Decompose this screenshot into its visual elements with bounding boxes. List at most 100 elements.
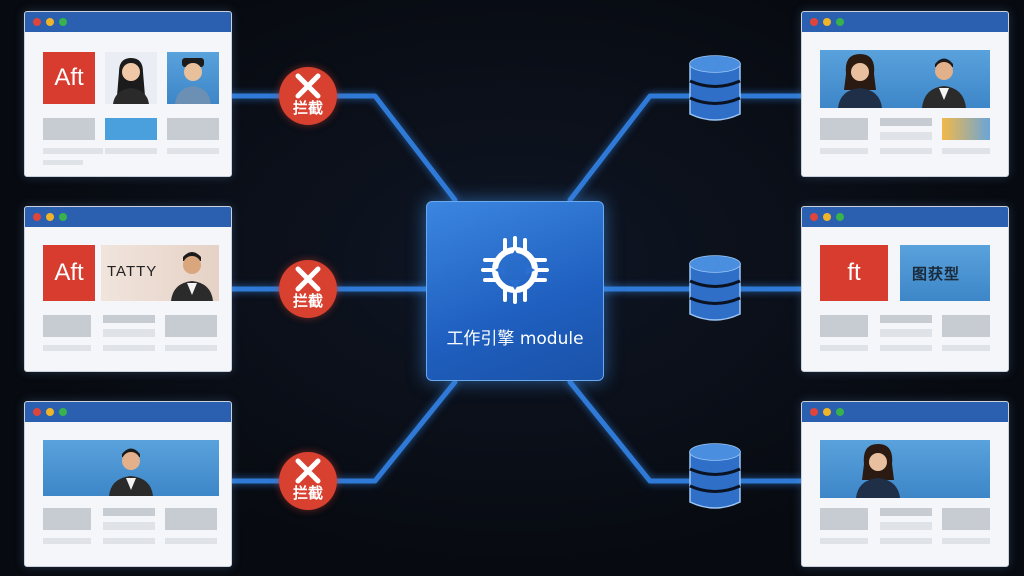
maximize-dot-icon xyxy=(59,408,67,416)
module-label: 工作引擎 module xyxy=(446,329,584,349)
text-placeholder xyxy=(43,148,103,154)
maximize-dot-icon xyxy=(59,18,67,26)
text-placeholder xyxy=(880,148,932,154)
person-icon xyxy=(922,58,966,108)
banner-image: TATTY xyxy=(101,245,219,301)
window-title-bar xyxy=(802,207,1008,227)
maximize-dot-icon xyxy=(836,408,844,416)
banner-image xyxy=(820,50,990,108)
banner-image: 图获型 xyxy=(900,245,990,301)
close-dot-icon xyxy=(810,213,818,221)
text-placeholder xyxy=(103,345,155,351)
content-placeholder xyxy=(43,315,91,337)
text-placeholder xyxy=(105,148,157,154)
banner-image xyxy=(43,440,219,496)
database-icon xyxy=(689,55,741,121)
text-placeholder xyxy=(103,522,155,530)
banner-image xyxy=(820,440,990,498)
content-placeholder xyxy=(165,508,217,530)
minimize-dot-icon xyxy=(46,213,54,221)
blocked-badge-2: 拦截 xyxy=(279,260,337,318)
wire-right-top xyxy=(567,93,804,203)
window-title-bar xyxy=(25,207,231,227)
window-title-bar xyxy=(802,12,1008,32)
text-placeholder xyxy=(820,148,868,154)
wire-right-bottom xyxy=(567,379,804,484)
text-placeholder xyxy=(167,148,219,154)
blocked-badge-1: 拦截 xyxy=(279,67,337,125)
profile-photo xyxy=(105,52,157,104)
close-dot-icon xyxy=(33,408,41,416)
content-placeholder xyxy=(820,315,868,337)
chip-icon xyxy=(481,236,549,304)
text-placeholder xyxy=(880,522,932,530)
source-window-1: Aft xyxy=(24,11,232,177)
source-window-3 xyxy=(24,401,232,567)
close-dot-icon xyxy=(33,213,41,221)
content-placeholder xyxy=(942,315,990,337)
blocked-label: 拦截 xyxy=(292,292,323,310)
maximize-dot-icon xyxy=(59,213,67,221)
maximize-dot-icon xyxy=(836,213,844,221)
content-placeholder xyxy=(105,118,157,140)
text-placeholder xyxy=(880,118,932,126)
person-icon xyxy=(113,58,149,104)
text-placeholder xyxy=(942,148,990,154)
text-placeholder xyxy=(43,160,83,165)
text-placeholder xyxy=(880,315,932,323)
minimize-dot-icon xyxy=(823,18,831,26)
content-placeholder xyxy=(165,315,217,337)
content-placeholder xyxy=(820,118,868,140)
text-placeholder xyxy=(820,345,868,351)
output-window-3 xyxy=(801,401,1009,567)
blocked-x-icon xyxy=(295,266,321,292)
profile-photo xyxy=(167,52,219,104)
content-placeholder xyxy=(942,508,990,530)
window-title-bar xyxy=(802,402,1008,422)
text-placeholder xyxy=(880,329,932,337)
content-placeholder xyxy=(43,508,91,530)
blocked-badge-3: 拦截 xyxy=(279,452,337,510)
blocked-x-icon xyxy=(295,458,321,484)
text-placeholder xyxy=(880,508,932,516)
blocked-x-icon xyxy=(295,73,321,99)
text-placeholder xyxy=(103,538,155,544)
minimize-dot-icon xyxy=(823,213,831,221)
blocked-label: 拦截 xyxy=(292,484,323,502)
text-placeholder xyxy=(880,132,932,140)
text-placeholder xyxy=(103,329,155,337)
text-placeholder xyxy=(43,345,91,351)
banner-text: 图获型 xyxy=(912,266,961,283)
close-dot-icon xyxy=(810,408,818,416)
maximize-dot-icon xyxy=(836,18,844,26)
content-placeholder xyxy=(942,118,990,140)
brand-logo: Aft xyxy=(43,52,95,104)
minimize-dot-icon xyxy=(823,408,831,416)
person-icon xyxy=(109,448,153,496)
close-dot-icon xyxy=(33,18,41,26)
person-icon xyxy=(856,444,900,498)
brand-logo: ft xyxy=(820,245,888,301)
brand-logo: Aft xyxy=(43,245,95,301)
person-icon xyxy=(171,252,213,301)
text-placeholder xyxy=(880,345,932,351)
database-icon xyxy=(689,255,741,321)
text-placeholder xyxy=(942,538,990,544)
text-placeholder xyxy=(880,538,932,544)
window-title-bar xyxy=(25,12,231,32)
text-placeholder xyxy=(43,538,91,544)
banner-text: TATTY xyxy=(107,263,158,280)
central-filter-module: 工作引擎 module xyxy=(426,201,604,381)
source-window-2: Aft TATTY xyxy=(24,206,232,372)
text-placeholder xyxy=(165,345,217,351)
person-icon xyxy=(175,58,211,104)
output-window-2: ft 图获型 xyxy=(801,206,1009,372)
blocked-label: 拦截 xyxy=(292,99,323,117)
text-placeholder xyxy=(942,345,990,351)
text-placeholder xyxy=(103,508,155,516)
text-placeholder xyxy=(820,538,868,544)
content-placeholder xyxy=(167,118,219,140)
close-dot-icon xyxy=(810,18,818,26)
text-placeholder xyxy=(103,315,155,323)
